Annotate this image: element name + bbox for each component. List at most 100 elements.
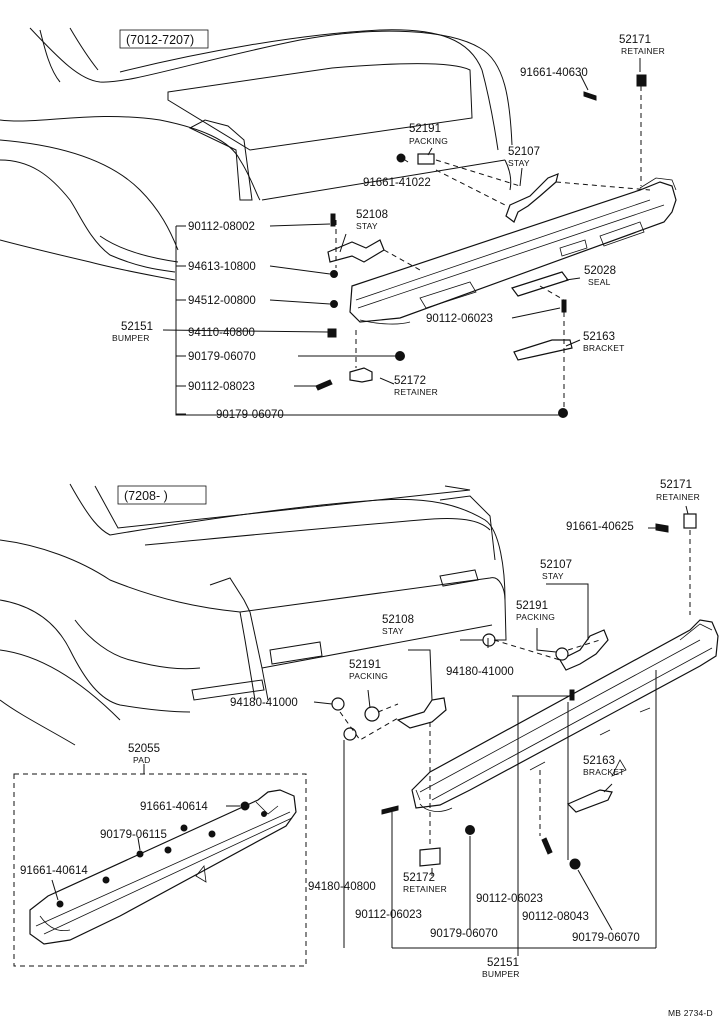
top-label-52107: 52107 (508, 146, 540, 158)
top-label-52108-name: STAY (356, 221, 378, 231)
top-labels: (7012-7207) 52171 RETAINER 91661-40630 5… (112, 29, 665, 421)
retainer-52172-b-icon (419, 847, 441, 867)
bolt-90112-06023-top-icon (561, 299, 567, 313)
nut-94110-40800-icon (327, 328, 337, 338)
nut-90179-06070-a-b-icon (465, 825, 475, 835)
bottom-label-52172-name: RETAINER (403, 884, 447, 894)
bracket-52163-b-icon (566, 789, 613, 813)
bottom-label-52055-name: PAD (133, 755, 150, 765)
top-label-90179-06070-a: 90179-06070 (188, 351, 256, 363)
bottom-label-94180-41000-b: 94180-41000 (446, 666, 514, 678)
nut-90179-06070-b-icon (558, 408, 568, 418)
bolt-90112-08043-icon (541, 837, 553, 855)
clip-91661-40614-a-icon (240, 801, 250, 811)
packing-52191-a-icon (364, 706, 380, 722)
bottom-label-52171: 52171 (660, 479, 692, 491)
bottom-label-52108: 52108 (382, 614, 414, 626)
bottom-leaders (313, 505, 689, 949)
clip-a-icon (180, 824, 188, 832)
top-label-52028: 52028 (584, 265, 616, 277)
clip-b-icon (208, 830, 216, 838)
top-label-52171-name: RETAINER (621, 46, 665, 56)
packing-52191-b-icon (555, 647, 569, 661)
clip-e-icon (261, 811, 267, 817)
bottom-label-52171-name: RETAINER (656, 492, 700, 502)
pad-inset-frame (13, 773, 307, 967)
bottom-label-91661-40614-b: 91661-40614 (20, 865, 88, 877)
bottom-label-52163-name: BRACKET (583, 767, 625, 777)
bolt-90112-06023-a-icon (381, 805, 399, 815)
bolt-90112-06023-b-icon (569, 689, 575, 701)
nut-90179-06070-b-b-icon (569, 858, 581, 870)
bottom-label-52191-b-name: PACKING (516, 612, 555, 622)
bracket-52163-icon (513, 339, 573, 361)
top-label-52151-name: BUMPER (112, 333, 150, 343)
nut-icon (396, 153, 406, 163)
nut-94613-10800-icon (330, 270, 338, 278)
bottom-label-90179-06115: 90179-06115 (100, 829, 167, 841)
bottom-label-91661-40625: 91661-40625 (566, 521, 634, 533)
bottom-car-body (0, 483, 507, 746)
bottom-label-90112-06023-b: 90112-06023 (476, 893, 543, 905)
top-label-52171: 52171 (619, 34, 651, 46)
bottom-label-52191-b: 52191 (516, 600, 548, 612)
clip-c-icon (164, 846, 172, 854)
top-label-90179-06070-b: 90179-06070 (216, 409, 284, 421)
top-label-90112-08023: 90112-08023 (188, 381, 255, 393)
bottom-label-52172: 52172 (403, 872, 435, 884)
top-label-90112-08002: 90112-08002 (188, 221, 255, 233)
bottom-label-90179-06070-a: 90179-06070 (430, 928, 498, 940)
top-label-94512-00800: 94512-00800 (188, 295, 256, 307)
retainer-52171-icon (636, 74, 647, 87)
retainer-52171-b-icon (683, 513, 697, 529)
stay-52107-icon (505, 173, 559, 223)
bottom-label-52108-name: STAY (382, 626, 404, 636)
clip-d-icon (102, 876, 110, 884)
clip-90179-06115-icon (136, 850, 144, 858)
bottom-label-52151: 52151 (487, 957, 519, 969)
top-label-52191-name: PACKING (409, 136, 448, 146)
top-date-box (119, 29, 209, 49)
bottom-bumper-52151 (411, 619, 719, 812)
top-label-52163: 52163 (583, 331, 615, 343)
top-car-body (0, 27, 513, 281)
top-bumper-52151 (349, 177, 677, 325)
bottom-label-90112-08043: 90112-08043 (522, 911, 589, 923)
seal-52028-icon (511, 271, 569, 297)
top-label-52172-name: RETAINER (394, 387, 438, 397)
top-label-52191: 52191 (409, 123, 441, 135)
top-label-94110-40800: 94110-40800 (188, 327, 255, 339)
bottom-date-range: (7208- ) (124, 489, 168, 503)
bottom-parts (331, 513, 697, 870)
footer-code: MB 2734-D (668, 1008, 713, 1018)
bottom-label-94180-41000-a: 94180-41000 (230, 697, 298, 709)
bottom-labels: (7208- ) 52171 RETAINER 91661-40625 5210… (20, 479, 700, 979)
bottom-label-52191-a-name: PACKING (349, 671, 388, 681)
washer-94512-00800-icon (330, 300, 338, 308)
top-label-91661-41022: 91661-41022 (363, 177, 431, 189)
top-label-52107-name: STAY (508, 158, 530, 168)
screw-91661-40630-icon (583, 91, 597, 101)
packing-52191-icon (417, 153, 435, 165)
top-label-90112-06023: 90112-06023 (426, 313, 493, 325)
bottom-label-52163: 52163 (583, 755, 615, 767)
pad-inset-52055 (13, 764, 307, 967)
bottom-label-91661-40614-a: 91661-40614 (140, 801, 208, 813)
top-label-52108: 52108 (356, 209, 388, 221)
stay-52107-b-icon (559, 629, 609, 671)
screw-91661-40625-icon (655, 523, 669, 533)
washer-94180-41000-b-icon (482, 633, 496, 647)
bottom-label-52107: 52107 (540, 559, 572, 571)
bottom-label-52151-name: BUMPER (482, 969, 520, 979)
pad-52055-shape (29, 789, 297, 945)
top-label-91661-40630: 91661-40630 (520, 67, 588, 79)
nut-90179-06070-a-icon (395, 351, 405, 361)
top-label-52151: 52151 (121, 321, 153, 333)
bottom-label-94180-40800: 94180-40800 (308, 881, 376, 893)
top-label-52028-name: SEAL (588, 277, 611, 287)
retainer-52172-icon (349, 367, 373, 383)
stay-52108-b-icon (396, 697, 447, 729)
bottom-label-52107-name: STAY (542, 571, 564, 581)
bottom-label-52055: 52055 (128, 743, 160, 755)
